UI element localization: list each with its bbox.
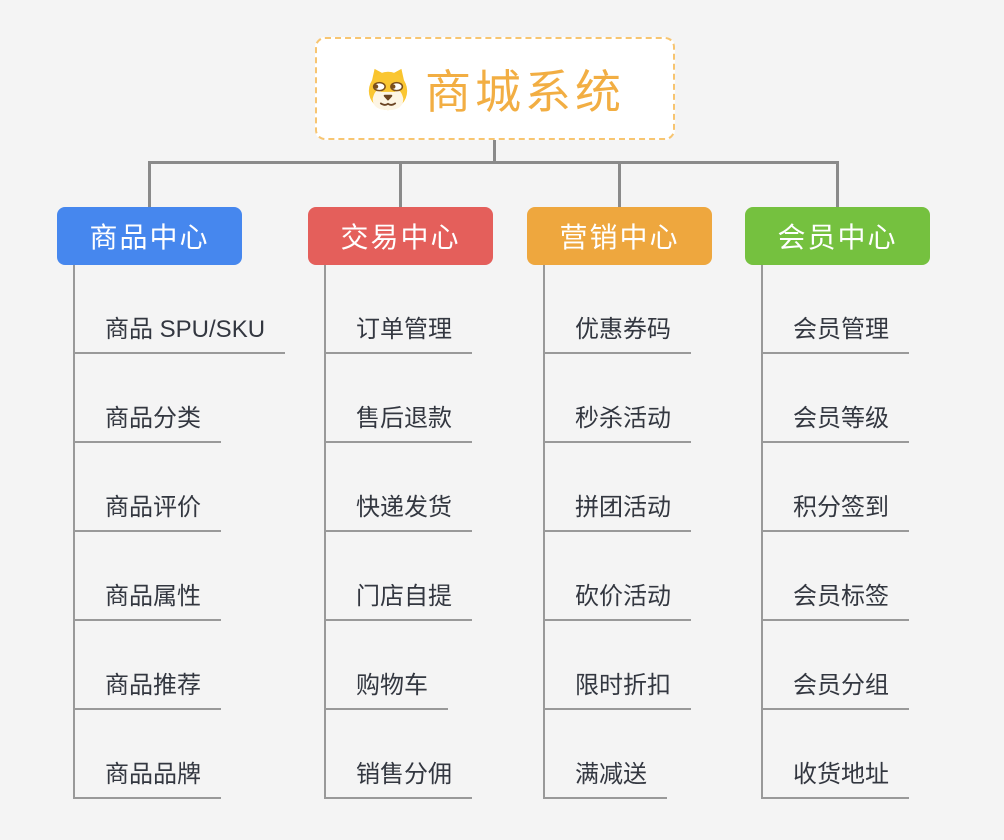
branch-items-trade: 订单管理 售后退款 快递发货 门店自提 购物车 销售分佣 xyxy=(308,265,472,799)
branch-connector-line xyxy=(543,265,545,799)
branch-node-members[interactable]: 会员中心 xyxy=(745,207,930,265)
topic-node[interactable]: 会员等级 xyxy=(761,398,909,443)
topic-node-row: 限时折扣 xyxy=(527,621,691,710)
connector-root-stub xyxy=(493,140,496,162)
connector-drop-branch-0 xyxy=(148,161,151,207)
connector-drop-branch-2 xyxy=(618,161,621,207)
branch-column-products: 商品中心 商品 SPU/SKU 商品分类 商品评价 商品属性 商品推荐 商品品牌 xyxy=(57,207,317,807)
branch-node-trade[interactable]: 交易中心 xyxy=(308,207,493,265)
topic-node[interactable]: 购物车 xyxy=(324,665,448,710)
topic-node-row: 商品分类 xyxy=(57,354,285,443)
branch-items-members: 会员管理 会员等级 积分签到 会员标签 会员分组 收货地址 xyxy=(745,265,909,799)
root-node[interactable]: 商城系统 xyxy=(315,37,675,140)
branch-column-trade: 交易中心 订单管理 售后退款 快递发货 门店自提 购物车 销售分佣 xyxy=(308,207,568,807)
topic-node-row: 会员管理 xyxy=(745,265,909,354)
topic-node[interactable]: 限时折扣 xyxy=(543,665,691,710)
topic-node-row: 商品品牌 xyxy=(57,710,285,799)
topic-node[interactable]: 会员管理 xyxy=(761,309,909,354)
branch-items-marketing: 优惠券码 秒杀活动 拼团活动 砍价活动 限时折扣 满减送 xyxy=(527,265,691,799)
branch-connector-line xyxy=(324,265,326,799)
topic-node-row: 门店自提 xyxy=(308,532,472,621)
connector-drop-branch-1 xyxy=(399,161,402,207)
topic-node-row: 商品推荐 xyxy=(57,621,285,710)
topic-node[interactable]: 快递发货 xyxy=(324,487,472,532)
topic-node-row: 购物车 xyxy=(308,621,472,710)
topic-node[interactable]: 会员分组 xyxy=(761,665,909,710)
branch-items-products: 商品 SPU/SKU 商品分类 商品评价 商品属性 商品推荐 商品品牌 xyxy=(57,265,286,799)
topic-node-row: 砍价活动 xyxy=(527,532,691,621)
topic-node[interactable]: 商品属性 xyxy=(73,576,221,621)
topic-node-row: 拼团活动 xyxy=(527,443,691,532)
topic-node[interactable]: 商品 SPU/SKU xyxy=(73,309,286,354)
topic-node-row: 销售分佣 xyxy=(308,710,472,799)
branch-connector-line xyxy=(761,265,763,799)
topic-node[interactable]: 会员标签 xyxy=(761,576,909,621)
topic-node-row: 商品属性 xyxy=(57,532,285,621)
topic-node[interactable]: 砍价活动 xyxy=(543,576,691,621)
topic-node[interactable]: 销售分佣 xyxy=(324,754,472,799)
topic-node-row: 优惠券码 xyxy=(527,265,691,354)
topic-node[interactable]: 订单管理 xyxy=(324,309,472,354)
topic-node-row: 秒杀活动 xyxy=(527,354,691,443)
branch-column-members: 会员中心 会员管理 会员等级 积分签到 会员标签 会员分组 收货地址 xyxy=(745,207,1004,807)
topic-node[interactable]: 积分签到 xyxy=(761,487,909,532)
branch-node-products[interactable]: 商品中心 xyxy=(57,207,242,265)
topic-node-row: 收货地址 xyxy=(745,710,909,799)
topic-node[interactable]: 收货地址 xyxy=(761,754,909,799)
topic-node-row: 快递发货 xyxy=(308,443,472,532)
connector-horizontal-bar xyxy=(148,161,839,164)
topic-node-row: 积分签到 xyxy=(745,443,909,532)
topic-node-row: 商品评价 xyxy=(57,443,285,532)
topic-node-row: 售后退款 xyxy=(308,354,472,443)
branch-connector-line xyxy=(73,265,75,799)
topic-node[interactable]: 优惠券码 xyxy=(543,309,691,354)
topic-node[interactable]: 满减送 xyxy=(543,754,667,799)
topic-node-row: 满减送 xyxy=(527,710,691,799)
topic-node-row: 订单管理 xyxy=(308,265,472,354)
topic-node[interactable]: 商品分类 xyxy=(73,398,221,443)
topic-node[interactable]: 商品推荐 xyxy=(73,665,221,710)
topic-node[interactable]: 商品评价 xyxy=(73,487,221,532)
topic-node[interactable]: 门店自提 xyxy=(324,576,472,621)
topic-node[interactable]: 秒杀活动 xyxy=(543,398,691,443)
root-title: 商城系统 xyxy=(425,65,625,118)
topic-node-row: 会员等级 xyxy=(745,354,909,443)
topic-node[interactable]: 拼团活动 xyxy=(543,487,691,532)
topic-node-row: 商品 SPU/SKU xyxy=(57,265,286,354)
connector-drop-branch-3 xyxy=(836,161,839,207)
branch-node-marketing[interactable]: 营销中心 xyxy=(527,207,712,265)
topic-node[interactable]: 售后退款 xyxy=(324,398,472,443)
shiba-dog-icon xyxy=(368,68,408,110)
topic-node-row: 会员标签 xyxy=(745,532,909,621)
branch-column-marketing: 营销中心 优惠券码 秒杀活动 拼团活动 砍价活动 限时折扣 满减送 xyxy=(527,207,787,807)
topic-node-row: 会员分组 xyxy=(745,621,909,710)
topic-node[interactable]: 商品品牌 xyxy=(73,754,221,799)
